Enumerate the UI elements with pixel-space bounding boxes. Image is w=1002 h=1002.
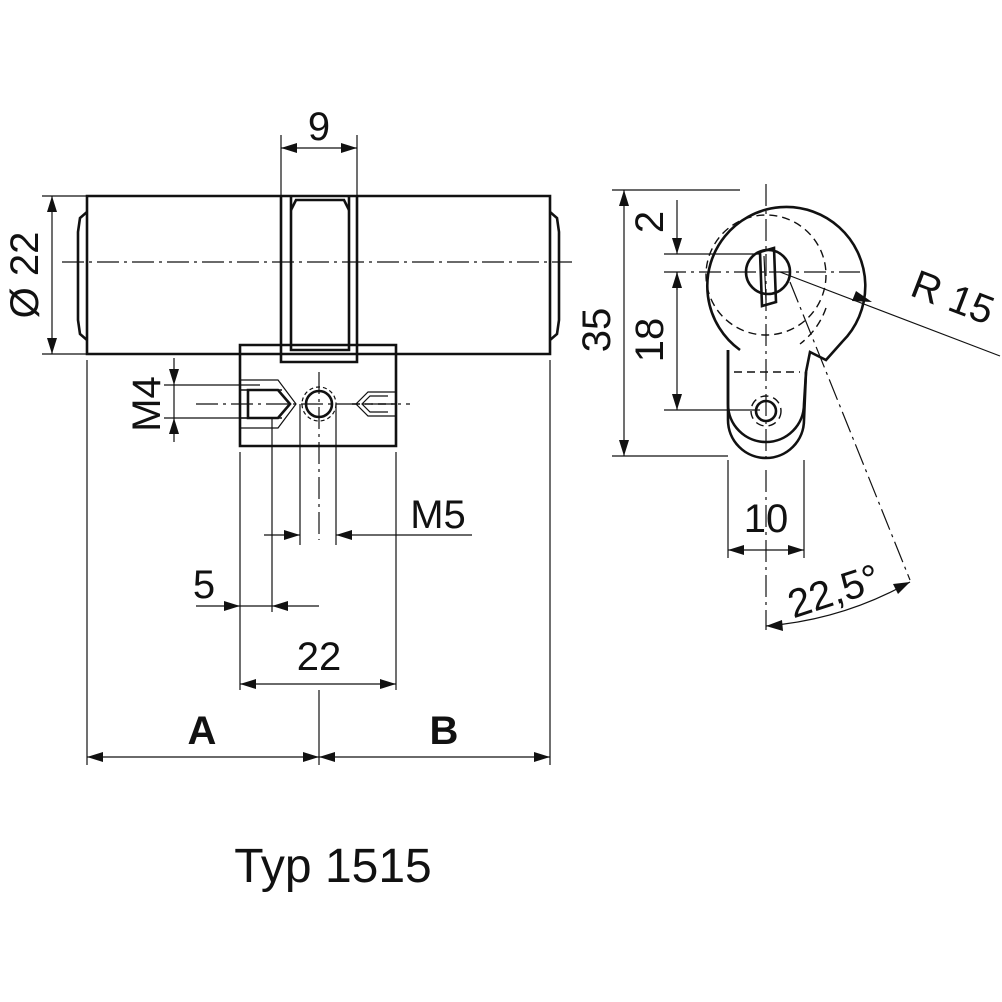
front-outer-profile bbox=[705, 205, 867, 444]
label-radius: R 15 bbox=[905, 262, 1000, 333]
dim-a-b: A B bbox=[87, 709, 550, 762]
cam bbox=[289, 198, 351, 211]
label-2: 2 bbox=[628, 211, 672, 233]
cam-slot-outer bbox=[279, 196, 359, 364]
dim-radius: R 15 bbox=[779, 262, 1001, 357]
label-m5: M5 bbox=[410, 493, 466, 537]
dim-10: 10 bbox=[728, 497, 804, 555]
dim-18: 18 bbox=[628, 272, 682, 410]
label-cam-width: 9 bbox=[308, 105, 330, 149]
dim-5: 5 bbox=[193, 563, 319, 611]
left-end-cap bbox=[76, 211, 88, 341]
dim-2: 2 bbox=[628, 200, 682, 290]
label-10: 10 bbox=[744, 497, 789, 541]
label-18: 18 bbox=[628, 318, 672, 363]
dim-35: 35 bbox=[575, 190, 629, 456]
label-b: B bbox=[430, 709, 459, 753]
dim-cam-width: 9 bbox=[280, 105, 358, 196]
front-view: 35 2 18 10 R 15 bbox=[575, 184, 1001, 631]
dim-m4: M4 bbox=[125, 358, 260, 442]
cam-slot-inner bbox=[289, 196, 351, 352]
drawing-title: Typ 1515 bbox=[234, 840, 431, 893]
cylinder-body bbox=[85, 194, 552, 356]
label-angle: 22,5° bbox=[783, 556, 886, 627]
label-22: 22 bbox=[297, 635, 342, 679]
side-view: Ø 22 9 M4 bbox=[3, 105, 572, 765]
stator-body bbox=[238, 343, 398, 448]
label-diameter: Ø 22 bbox=[3, 232, 47, 319]
label-a: A bbox=[188, 709, 217, 753]
dim-m5: M5 bbox=[264, 493, 472, 540]
dim-angle: 22,5° bbox=[765, 556, 911, 631]
dim-diameter: Ø 22 bbox=[3, 195, 87, 355]
label-5: 5 bbox=[193, 563, 215, 607]
label-35: 35 bbox=[575, 308, 619, 353]
right-end-cap bbox=[549, 211, 561, 341]
dim-22: 22 bbox=[240, 635, 396, 689]
keyway bbox=[758, 246, 778, 308]
label-m4: M4 bbox=[125, 376, 169, 432]
